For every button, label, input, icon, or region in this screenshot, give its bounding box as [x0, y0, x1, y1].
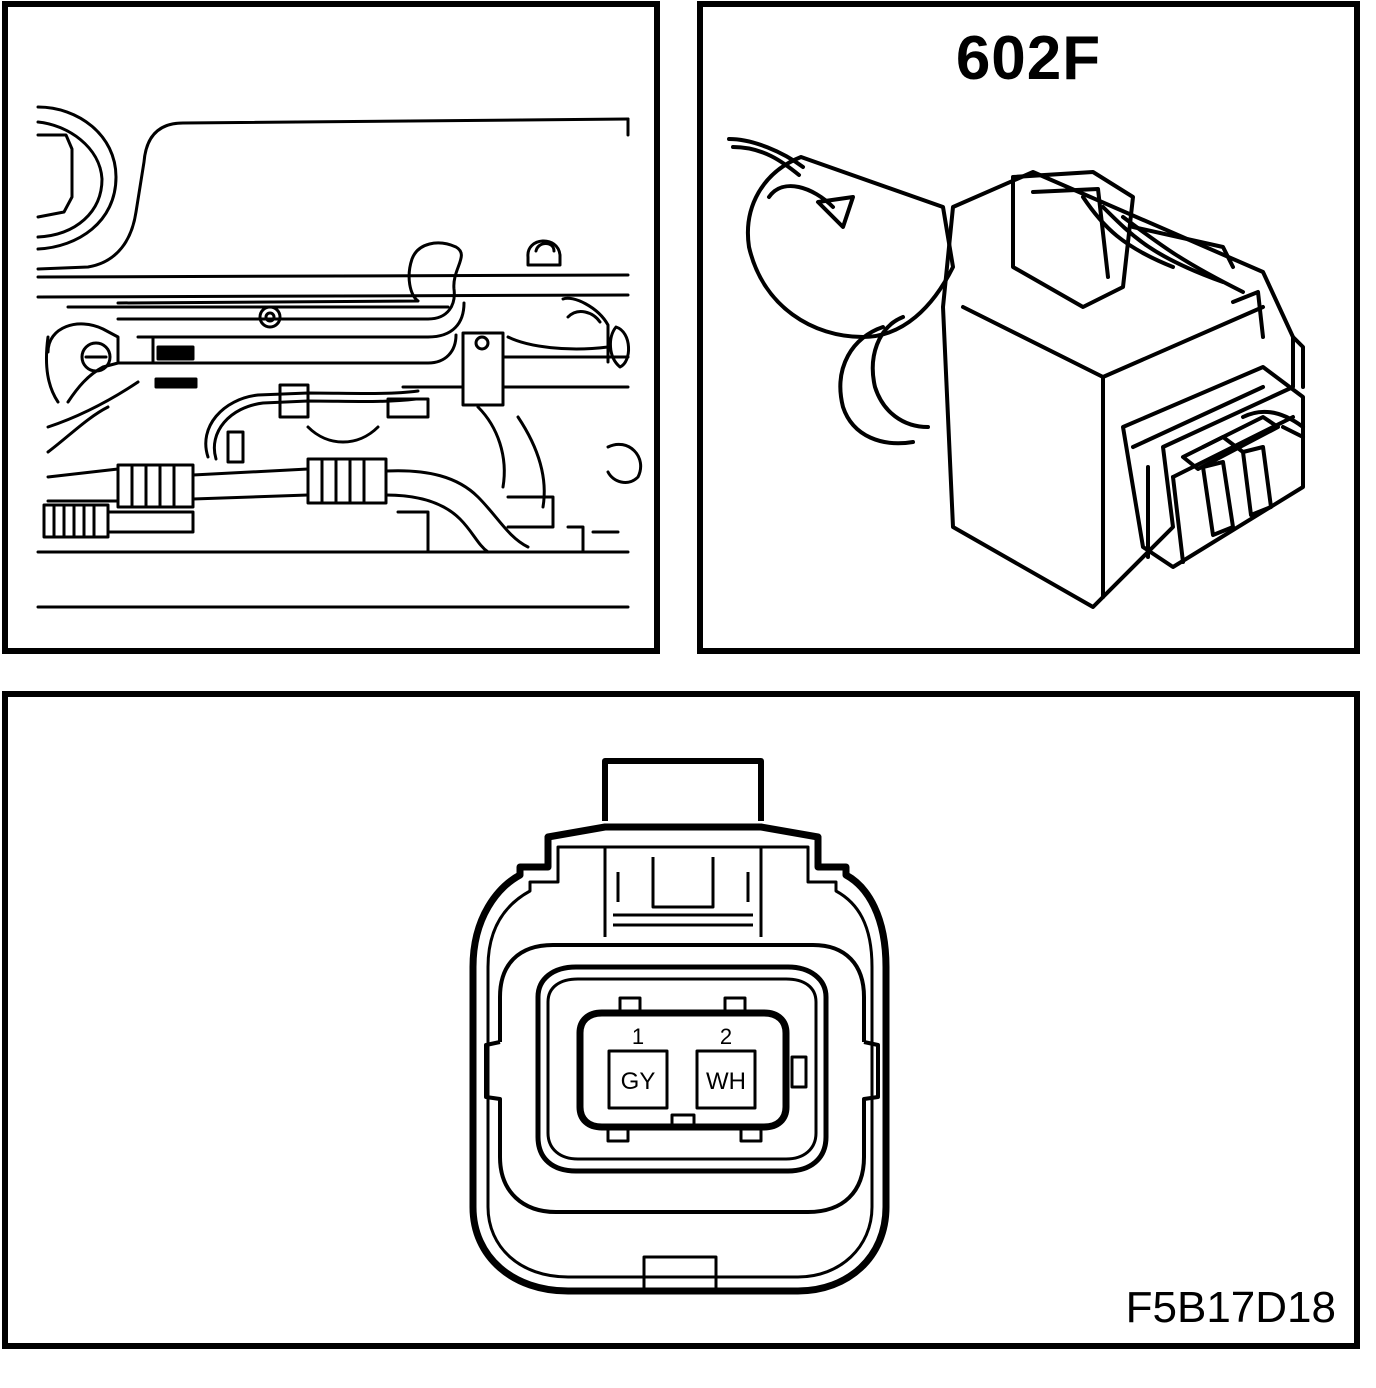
pin-1-number: 1 [632, 1024, 644, 1049]
engine-location-panel [2, 1, 660, 654]
engine-bay-drawing [36, 105, 643, 609]
pin-1-cavity [607, 1049, 669, 1110]
connector-id-label: 602F [955, 24, 1102, 93]
connector-iso-panel: 602F [697, 1, 1360, 654]
figure-code: F5B17D18 [1125, 1283, 1336, 1332]
connector-face-drawing: 1 2 GY WH [469, 758, 890, 1295]
pin-2-wire-color: WH [706, 1068, 746, 1095]
connector-iso-drawing [727, 137, 1305, 609]
pin-2-cavity [695, 1049, 757, 1110]
pin-1-wire-color: GY [621, 1068, 656, 1095]
connector-face-panel: 1 2 GY WH F5B17D18 [2, 691, 1360, 1349]
pin-2-number: 2 [720, 1024, 732, 1049]
